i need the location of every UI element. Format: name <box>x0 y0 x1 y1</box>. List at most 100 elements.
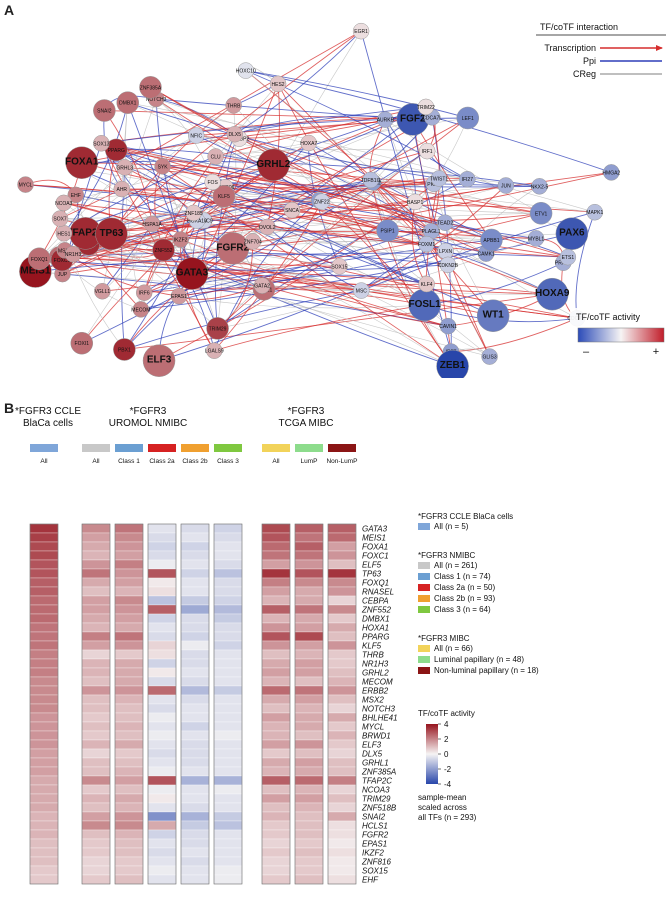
heatmap-cell <box>114 676 144 687</box>
heatmap-cell <box>81 829 111 840</box>
heatmap-column-outline <box>114 523 144 885</box>
network-node-label: NR1H3 <box>65 252 82 258</box>
network-node-circle <box>93 99 116 122</box>
heatmap-cell <box>327 622 357 633</box>
heatmap-cell <box>294 757 324 768</box>
network-node-label: TEAD2 <box>437 221 453 227</box>
heatmap-cell <box>327 667 357 678</box>
heatmap-cell <box>261 685 291 696</box>
heatmap-row-label: ZNF518B <box>361 804 397 813</box>
network-node: MYBL1 <box>527 230 544 247</box>
heatmap-cell <box>29 532 59 543</box>
heatmap-cell <box>147 847 177 858</box>
heatmap-cell <box>213 541 243 552</box>
heatmap-cell <box>81 847 111 858</box>
network-node-circle <box>154 158 171 175</box>
heatmap-cell <box>81 820 111 831</box>
heatmap-cell <box>147 559 177 570</box>
heatmap-cell <box>114 874 144 885</box>
network-node-label: MSC <box>356 289 368 295</box>
network-node-circle <box>175 257 209 290</box>
heatmap-cell <box>261 865 291 876</box>
heatmap-cell <box>81 721 111 732</box>
network-edge <box>127 102 440 179</box>
network-node-label: MSX2 <box>58 248 72 254</box>
heatmap-cell <box>294 829 324 840</box>
network-node: SOX15 <box>331 258 348 275</box>
transcription-arrowhead <box>656 45 663 51</box>
heatmap-cell <box>327 748 357 759</box>
heatmap-cell <box>261 703 291 714</box>
heatmap-cell <box>213 586 243 597</box>
network-edge <box>39 258 448 271</box>
heatmap-cell <box>213 847 243 858</box>
network-node-label: ZNF552 <box>154 248 172 254</box>
scale-title: TF/coTF activity <box>418 709 475 718</box>
heatmap-cell <box>213 694 243 705</box>
network-edge <box>121 183 434 190</box>
heatmap-cell <box>180 604 210 615</box>
network-node: NR1H3 <box>64 245 82 263</box>
network-node-circle <box>65 146 98 179</box>
heatmap-cell <box>213 595 243 606</box>
heatmap-cell <box>327 595 357 606</box>
heatmap-cell <box>327 856 357 867</box>
panel-b-letter: B <box>4 400 15 416</box>
heatmap-cell <box>213 631 243 642</box>
network-node-label: NKX2-5 <box>531 184 549 190</box>
heatmap-cell <box>213 676 243 687</box>
heatmap-cell <box>147 748 177 759</box>
network-node-circle <box>172 231 189 248</box>
heatmap-cell <box>81 559 111 570</box>
heatmap-cell <box>327 568 357 579</box>
network-node-circle <box>28 247 51 271</box>
network-node-label: DMBX1 <box>119 101 136 107</box>
heatmap-row-label: TFAP2C <box>362 777 392 786</box>
heatmap-cell <box>114 649 144 660</box>
network-edge <box>447 186 540 266</box>
network-node: EGR1 <box>352 22 370 40</box>
network-node-circle <box>113 338 136 361</box>
scale-gradient-bar <box>426 724 438 784</box>
heatmap-cell <box>261 739 291 750</box>
legend-item-label: All (n = 261) <box>434 561 478 570</box>
heatmap-row-label: ZNF552 <box>361 606 391 615</box>
heatmap-cell <box>114 685 144 696</box>
network-node: IRF1 <box>418 142 436 160</box>
network-node-circle <box>313 193 331 210</box>
heatmap-row-label: KLF5 <box>362 642 382 651</box>
activity-minus-label: – <box>583 346 590 358</box>
heatmap-cell <box>294 775 324 786</box>
heatmap-cell <box>327 865 357 876</box>
heatmap-row-label: MECOM <box>362 678 393 687</box>
network-node-circle <box>94 282 111 300</box>
heatmap-cell <box>81 550 111 561</box>
heatmap-cell <box>147 865 177 876</box>
network-node-circle <box>476 299 510 332</box>
heatmap-cell <box>81 793 111 804</box>
network-node: ZNF185 <box>185 204 203 222</box>
network-edge <box>140 142 310 310</box>
heatmap-cell <box>29 739 59 750</box>
heatmap-row-label: MEIS1 <box>362 534 386 543</box>
heatmap-cell <box>261 676 291 687</box>
heatmap-column-outline <box>180 523 210 885</box>
network-node: GLIS3 <box>481 348 498 365</box>
heatmap-cell <box>213 649 243 660</box>
heatmap-cell <box>261 793 291 804</box>
network-node-circle <box>225 97 242 114</box>
heatmap-cell <box>29 685 59 696</box>
network-node-circle <box>459 170 476 188</box>
network-edge <box>88 243 453 367</box>
heatmap-cell <box>294 622 324 633</box>
network-node: NKX2-5 <box>531 178 549 195</box>
scale-tick-label: 4 <box>444 720 449 729</box>
heatmap-cell <box>29 856 59 867</box>
heatmap-cell <box>180 775 210 786</box>
heatmap-cell <box>294 793 324 804</box>
network-edge <box>124 102 142 310</box>
legend-swatch <box>418 562 430 569</box>
network-node-label: PBX1 <box>118 347 131 353</box>
network-node-label: TDFB1I1 <box>361 178 381 184</box>
network-edge <box>234 133 416 203</box>
